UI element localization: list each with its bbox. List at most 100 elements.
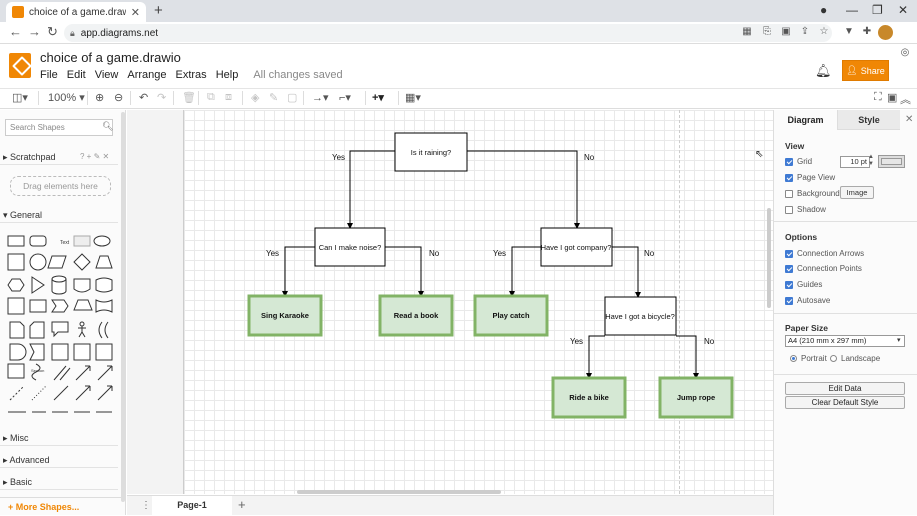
line-color-icon[interactable]: ✎	[269, 92, 279, 104]
forward-icon[interactable]: →	[28, 24, 41, 39]
canvas-vertical-scrollbar[interactable]	[767, 208, 771, 308]
add-page-icon[interactable]: +	[238, 497, 246, 512]
search-icon[interactable]: 🔍︎	[102, 121, 114, 131]
landscape-radio[interactable]: Landscape	[830, 354, 880, 363]
paper-size-select[interactable]: A4 (210 mm x 297 mm)	[785, 335, 905, 347]
grid-size-input[interactable]: 10 pt	[840, 156, 870, 168]
leaf-node-book[interactable]: Read a book	[378, 294, 454, 337]
menu-edit[interactable]: Edit	[66, 69, 86, 81]
svg-text:Ride a bike: Ride a bike	[569, 393, 609, 402]
fill-color-icon[interactable]: ◈	[251, 92, 260, 104]
notification-bell-icon[interactable]: 🔔︎	[815, 63, 832, 78]
search-shapes-input[interactable]: Search Shapes	[5, 119, 113, 136]
qr-icon[interactable]: ▦	[742, 26, 752, 37]
omnibox[interactable]: 🔒︎ app.diagrams.net	[64, 24, 832, 42]
decision-node-raining[interactable]: Is it raining?	[394, 132, 468, 172]
zoom-select[interactable]: 100% ▾	[48, 92, 85, 104]
grid-size-stepper[interactable]: ▲▼	[868, 154, 874, 167]
general-section[interactable]: ▾ General	[0, 207, 118, 223]
edge-company-yes	[509, 246, 541, 297]
format-panel-icon[interactable]: ▣	[887, 92, 898, 104]
back-icon[interactable]: ←	[9, 24, 22, 39]
tab-style[interactable]: Style	[837, 110, 900, 130]
zoom-in-icon[interactable]: ⊕	[95, 92, 105, 104]
pages-menu-icon[interactable]: ⋮	[141, 500, 151, 511]
share-button[interactable]: 👤︎ Share	[842, 60, 889, 81]
leaf-node-bike[interactable]: Ride a bike	[551, 376, 627, 419]
install-icon[interactable]: ⎘	[763, 26, 771, 37]
globe-icon[interactable]: ◎	[900, 47, 910, 58]
connection-style-icon[interactable]: →▾	[312, 92, 329, 104]
decision-node-company[interactable]: Have I got company?	[540, 227, 613, 267]
extension-filter-icon[interactable]: ▼	[844, 26, 854, 37]
leaf-node-karaoke[interactable]: Sing Karaoke	[247, 294, 323, 337]
decision-node-bicycle[interactable]: Have I got a bicycle?	[604, 296, 677, 336]
translate-icon[interactable]: ▣	[781, 26, 791, 37]
connection-arrows-checkbox[interactable]: Connection Arrows	[785, 249, 864, 258]
basic-section[interactable]: ▸ Basic	[0, 474, 118, 490]
close-panel-icon[interactable]: ✕	[905, 114, 914, 125]
undo-icon[interactable]: ↶	[139, 92, 149, 104]
menu-extras[interactable]: Extras	[175, 69, 207, 81]
scratchpad-section[interactable]: ▸ Scratchpad	[0, 149, 118, 165]
tab-diagram[interactable]: Diagram	[774, 110, 837, 130]
redo-icon[interactable]: ↷	[157, 92, 167, 104]
reload-icon[interactable]: ↻	[47, 24, 58, 39]
profile-avatar[interactable]	[878, 25, 893, 40]
menu-arrange[interactable]: Arrange	[127, 69, 167, 81]
to-back-icon[interactable]: ⧈	[225, 91, 232, 103]
autosave-checkbox[interactable]: Autosave	[785, 296, 830, 305]
leaf-node-catch[interactable]: Play catch	[473, 294, 549, 337]
menu-file[interactable]: File	[40, 69, 58, 81]
shadow-icon[interactable]: ▢	[287, 92, 298, 104]
menu-view[interactable]: View	[94, 69, 119, 81]
to-front-icon[interactable]: ⧉	[207, 91, 215, 103]
portrait-radio[interactable]: Portrait	[790, 354, 827, 363]
minimize-icon[interactable]: —	[846, 3, 858, 17]
canvas-horizontal-scrollbar[interactable]	[297, 490, 501, 494]
misc-section[interactable]: ▸ Misc	[0, 430, 118, 446]
close-tab-icon[interactable]: ✕	[130, 6, 140, 19]
browser-tab[interactable]: choice of a game.drawio - diagra ✕	[6, 2, 146, 22]
insert-plus-icon[interactable]: +▾	[372, 92, 384, 104]
general-shapes-grid[interactable]: Text Section	[4, 230, 116, 420]
shadow-checkbox[interactable]: Shadow	[785, 205, 826, 214]
restore-icon[interactable]: ❐	[872, 3, 883, 17]
fullscreen-icon[interactable]: ⛶	[874, 91, 882, 103]
zoom-out-icon[interactable]: ⊖	[114, 92, 124, 104]
puzzle-icon[interactable]: ✚	[862, 26, 872, 37]
new-tab-icon[interactable]: +	[154, 2, 163, 19]
scratchpad-drop-zone[interactable]: Drag elements here	[10, 176, 111, 196]
grid-color-swatch[interactable]	[878, 155, 905, 168]
table-icon[interactable]: ▦▾	[405, 92, 421, 104]
share-page-icon[interactable]: ⇪	[800, 26, 810, 37]
grid-checkbox[interactable]: Grid	[785, 157, 812, 166]
panel-layout-icon[interactable]: ◫▾	[12, 92, 28, 104]
bookmark-star-icon[interactable]: ☆	[819, 26, 829, 37]
guides-checkbox[interactable]: Guides	[785, 280, 822, 289]
chevron-down-icon[interactable]: ▾	[897, 337, 901, 344]
close-window-icon[interactable]: ✕	[898, 3, 909, 17]
edge-label-no: No	[584, 153, 595, 162]
clear-default-style-button[interactable]: Clear Default Style	[785, 396, 905, 409]
menu-help[interactable]: Help	[215, 69, 239, 81]
waypoints-icon[interactable]: ⌐▾	[339, 92, 351, 104]
page-view-checkbox[interactable]: Page View	[785, 173, 835, 182]
collapse-icon[interactable]: ︽	[900, 94, 911, 106]
advanced-section[interactable]: ▸ Advanced	[0, 452, 118, 468]
page-tab-1[interactable]: Page-1	[152, 496, 232, 515]
flowchart-diagram[interactable]: Is it raining? Can I make noise? Have I …	[183, 110, 773, 494]
background-checkbox[interactable]: Background	[785, 189, 840, 198]
shapes-scrollbar[interactable]	[121, 112, 125, 502]
save-status[interactable]: All changes saved	[253, 69, 343, 81]
decision-node-noise[interactable]: Can I make noise?	[314, 227, 386, 267]
connection-points-checkbox[interactable]: Connection Points	[785, 264, 862, 273]
chevron-down-icon[interactable]: ●	[820, 3, 828, 17]
document-title[interactable]: choice of a game.drawio	[40, 50, 181, 65]
scratchpad-tools[interactable]: ? + ✎ ✕	[80, 152, 110, 161]
leaf-node-rope[interactable]: Jump rope	[658, 376, 734, 419]
delete-icon[interactable]: 🗑︎	[182, 92, 196, 104]
more-shapes-link[interactable]: + More Shapes...	[0, 497, 126, 515]
edit-data-button[interactable]: Edit Data	[785, 382, 905, 395]
background-image-button[interactable]: Image	[840, 186, 874, 199]
